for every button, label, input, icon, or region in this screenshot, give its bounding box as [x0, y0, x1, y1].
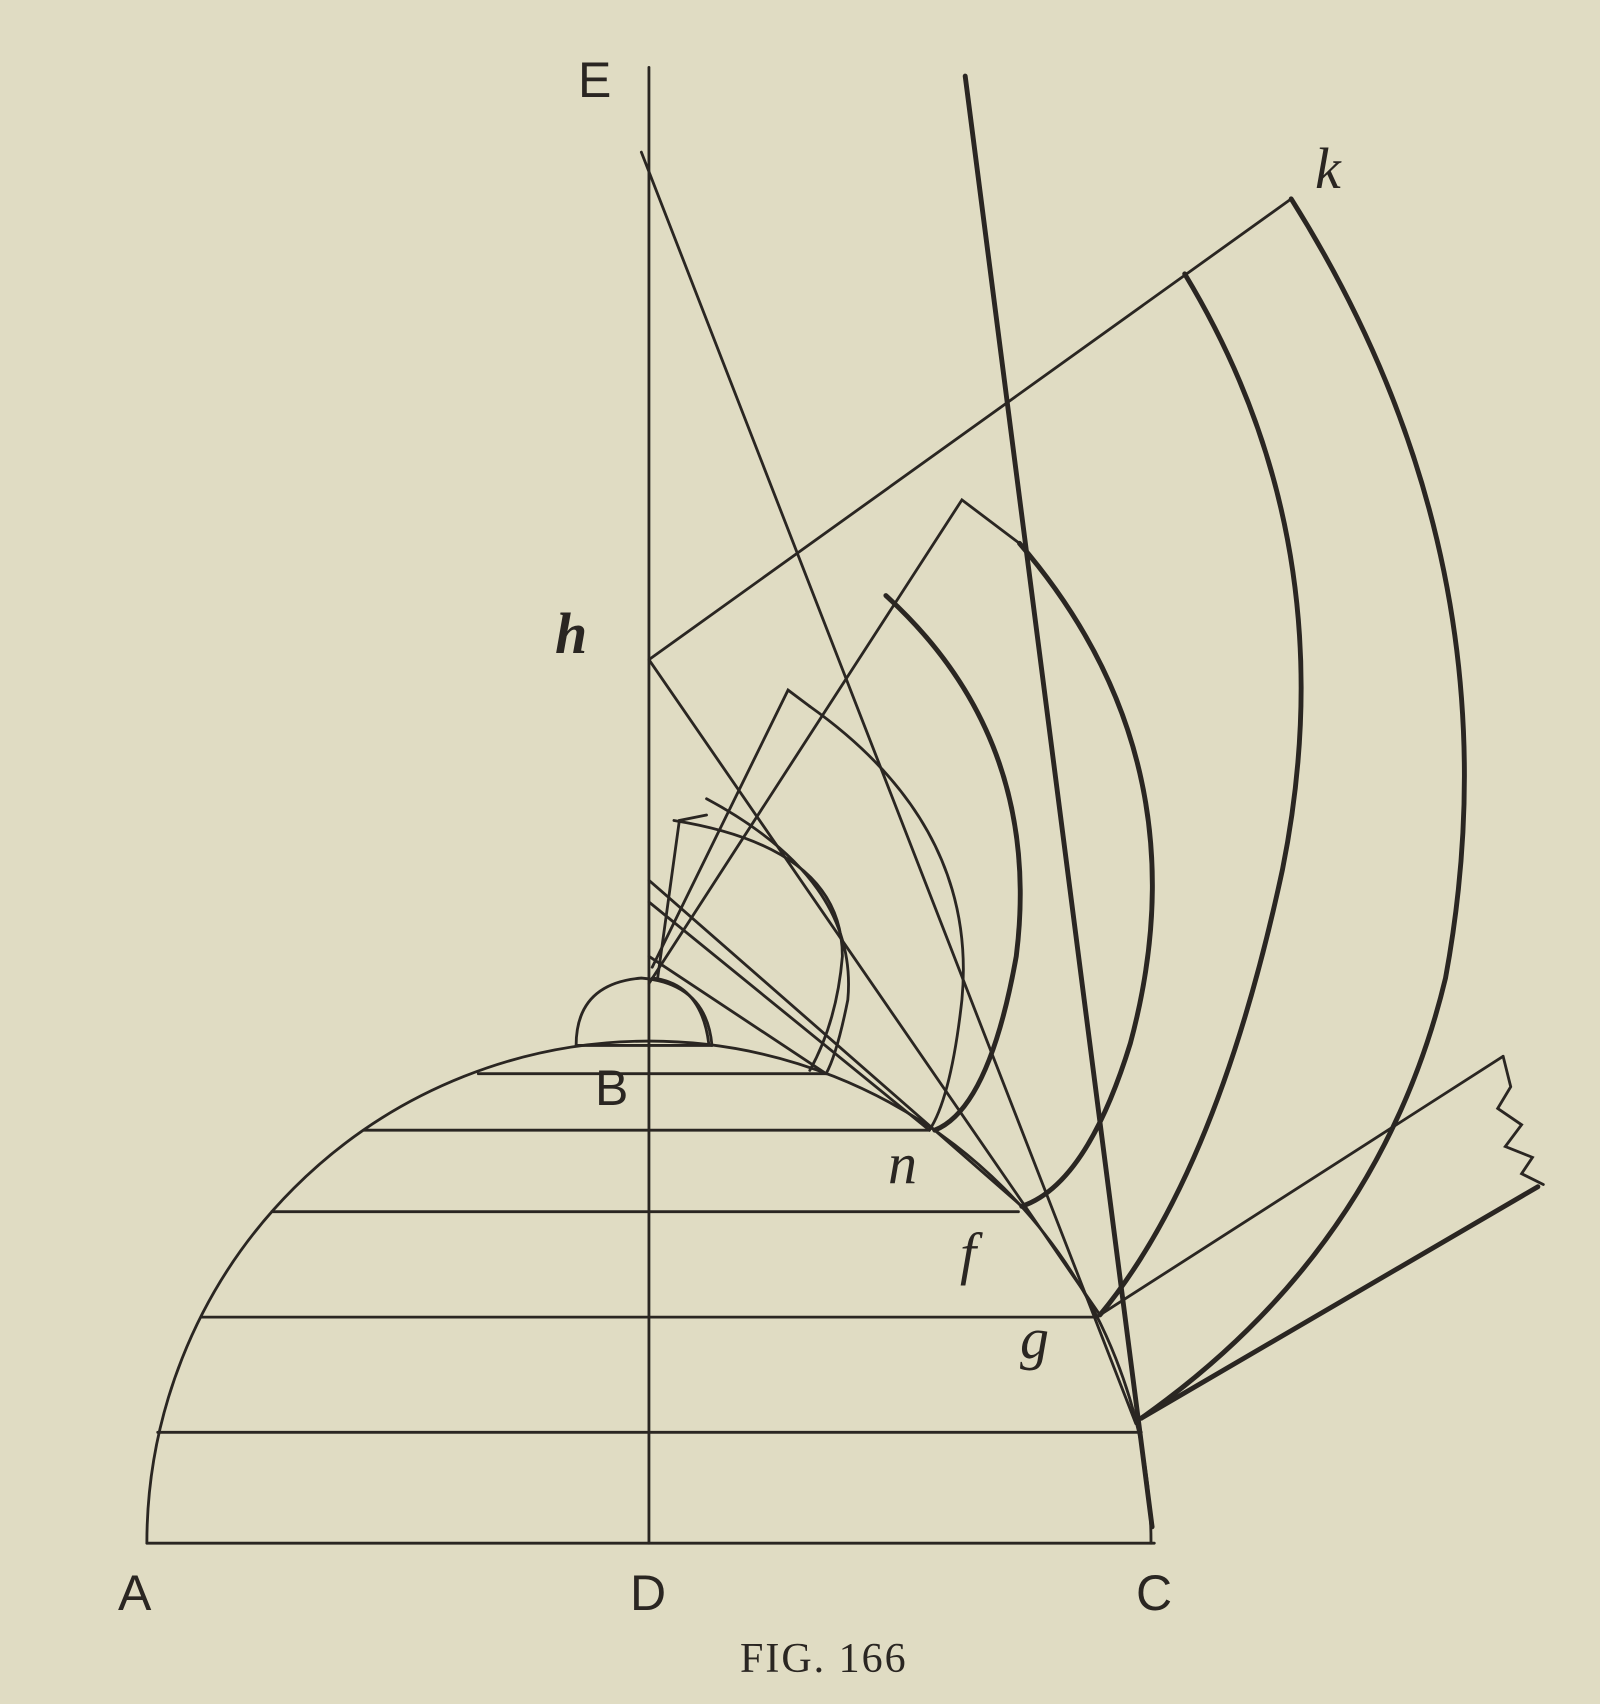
- bar-bottom: [1138, 1184, 1541, 1421]
- arc: [672, 819, 844, 1072]
- bar-top: [1098, 1054, 1505, 1317]
- square-4: [656, 813, 708, 980]
- label-n: n: [888, 1131, 917, 1196]
- square-2: [647, 497, 1021, 985]
- tangent-line: [647, 954, 828, 1076]
- label-h: h: [555, 601, 588, 666]
- label-A: A: [118, 1565, 152, 1621]
- line-E-C: [639, 150, 1138, 1426]
- tangent-line: [647, 878, 1024, 1208]
- tangent-line: [647, 900, 931, 1132]
- line-h-k: [647, 197, 1293, 662]
- arc: [1017, 540, 1155, 1209]
- label-k: k: [1315, 136, 1341, 201]
- label-D: D: [630, 1565, 667, 1621]
- label-E: E: [578, 52, 612, 108]
- broken-end: [1495, 1054, 1545, 1186]
- small-arc: [650, 976, 711, 1045]
- arc: [808, 704, 965, 1132]
- label-f: f: [960, 1221, 977, 1286]
- label-B: B: [595, 1060, 629, 1116]
- outer-arc-k: [1138, 196, 1467, 1421]
- arc: [883, 593, 1023, 1133]
- label-g: g: [1020, 1306, 1049, 1371]
- figure-caption: FIG. 166: [740, 1636, 908, 1682]
- arc: [1097, 271, 1304, 1318]
- arc: [705, 797, 850, 1076]
- line-h-g: [647, 658, 1102, 1317]
- thick-line: [962, 73, 1155, 1530]
- square-3: [650, 687, 812, 969]
- small-semicircle: [574, 976, 714, 1047]
- label-C: C: [1136, 1565, 1173, 1621]
